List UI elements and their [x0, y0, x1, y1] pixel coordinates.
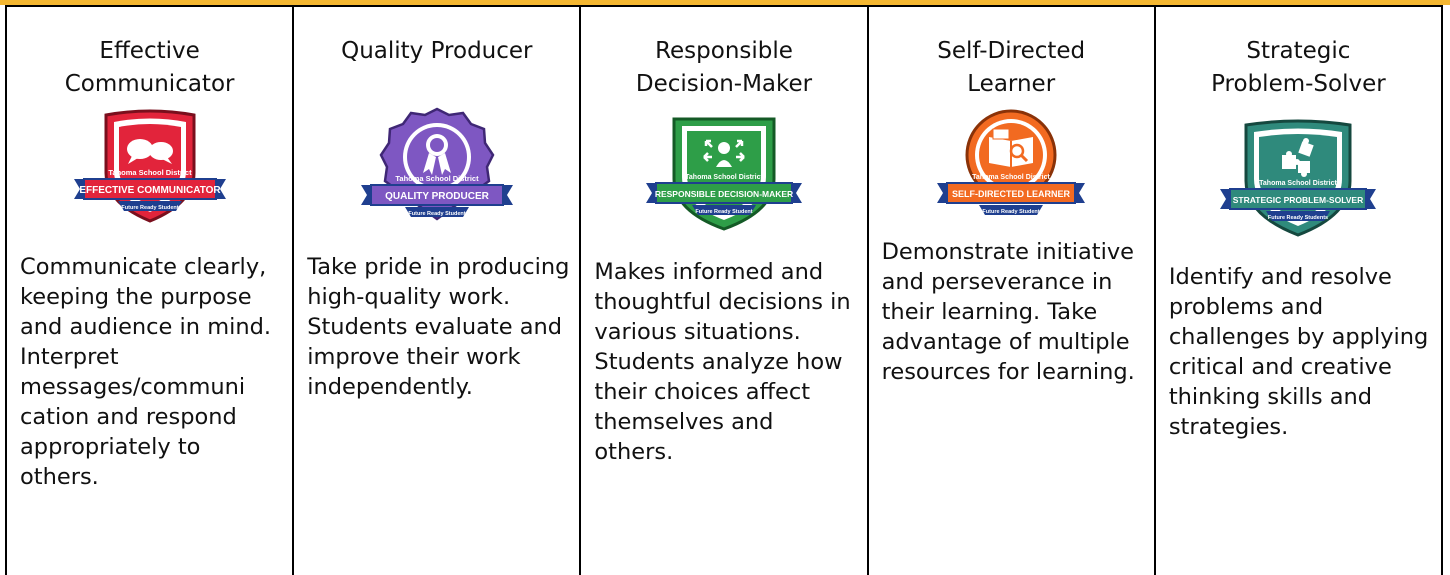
top-accent-bar — [0, 0, 1450, 5]
strategic-problem-solver-badge: Tahoma School District STRATEGIC PROBLEM… — [1220, 119, 1377, 237]
badge-footer: Future Ready Student — [121, 205, 178, 211]
column-title: Responsible Decision-Maker — [635, 38, 813, 97]
badge-footer: Future Ready Student — [983, 209, 1040, 215]
award-ribbon-icon — [422, 134, 451, 175]
puzzle-pieces-icon — [1282, 138, 1315, 177]
self-directed-learner-badge: Tahoma School District SELF-DIRECTED LEA… — [937, 109, 1086, 215]
column-self-directed-learner: Self-Directed Learner Tahoma School Dist… — [869, 7, 1156, 575]
decision-arrows-icon — [703, 139, 745, 167]
column-strategic-problem-solver: Strategic Problem-Solver Tahoma School D… — [1156, 7, 1441, 575]
column-description: Identify and resolve problems and challe… — [1168, 264, 1429, 440]
column-responsible-decision-maker: Responsible Decision-Maker Tahoma School… — [581, 7, 869, 575]
column-description: Makes informed and thoughtful decisions … — [594, 259, 851, 465]
badge-ribbon-label: QUALITY PRODUCER — [385, 191, 489, 202]
badge-district: Tahoma School District — [395, 174, 479, 183]
badge-ribbon-label: EFFECTIVE COMMUNICATOR — [79, 185, 221, 196]
open-book-icon — [989, 128, 1034, 167]
column-description: Demonstrate initiative and perseverance … — [881, 239, 1135, 385]
badge-district: Tahoma School District — [685, 174, 763, 181]
column-title: Quality Producer — [341, 38, 533, 64]
competency-table: Effective Communicator Tahoma School Dis… — [5, 5, 1443, 575]
responsible-decision-maker-badge: Tahoma School District RESPONSIBLE DECIS… — [646, 117, 802, 231]
badge-ribbon-label: STRATEGIC PROBLEM-SOLVER — [1233, 195, 1364, 205]
column-description: Take pride in producing high-quality wor… — [307, 254, 570, 400]
badge-ribbon-label: RESPONSIBLE DECISION-MAKER — [655, 189, 793, 199]
effective-communicator-badge: Tahoma School District EFFECTIVE COMMUNI… — [73, 109, 226, 223]
column-title: Self-Directed Learner — [937, 38, 1086, 97]
badge-footer: Future Ready Student — [695, 209, 752, 215]
column-effective-communicator: Effective Communicator Tahoma School Dis… — [7, 7, 295, 575]
column-title: Effective Communicator — [64, 38, 235, 97]
badge-footer: Future Ready Students — [1268, 215, 1328, 221]
badge-ribbon-label: SELF-DIRECTED LEARNER — [952, 189, 1071, 199]
badge-district: Tahoma School District — [108, 168, 192, 177]
quality-producer-badge: Tahoma School District QUALITY PRODUCER … — [360, 107, 513, 221]
column-quality-producer: Quality Producer Tahoma School District … — [294, 7, 582, 575]
column-description: Communicate clearly, keeping the purpose… — [20, 254, 272, 490]
column-title: Strategic Problem-Solver — [1211, 38, 1386, 97]
badge-district: Tahoma School District — [972, 174, 1050, 181]
speech-bubbles-icon — [126, 139, 173, 164]
badge-district: Tahoma School District — [1260, 180, 1338, 187]
badge-footer: Future Ready Student — [408, 211, 465, 217]
